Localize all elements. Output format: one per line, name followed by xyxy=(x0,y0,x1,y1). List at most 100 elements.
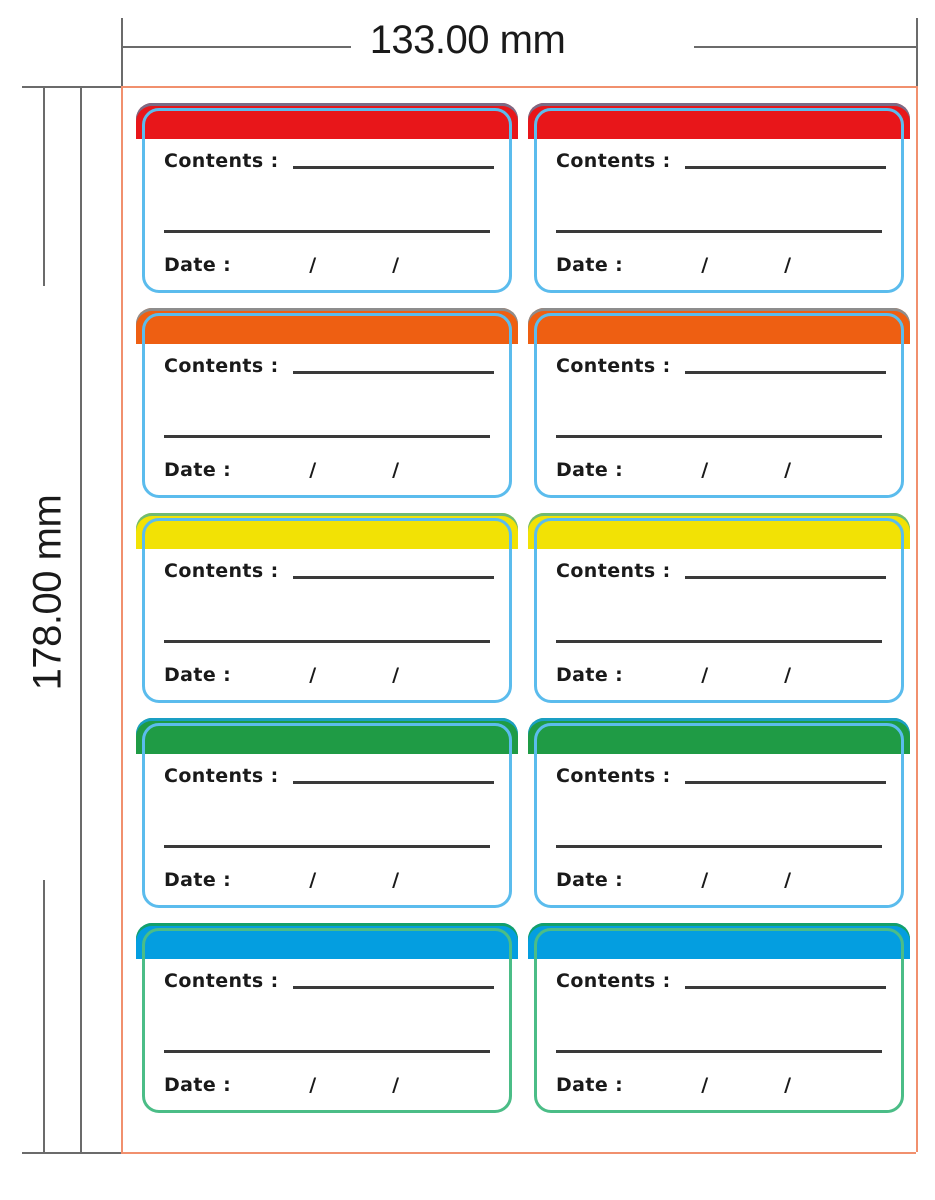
dimension-arrow-top-left xyxy=(43,86,45,286)
contents-write-line-second[interactable] xyxy=(164,435,490,438)
date-field[interactable]: Date : / / xyxy=(556,461,886,480)
contents-write-line-second[interactable] xyxy=(556,845,882,848)
dimension-extension-line-left-top xyxy=(121,18,123,128)
label-card[interactable]: Contents :Date :// xyxy=(136,103,518,293)
card-body: Contents :Date :// xyxy=(534,108,904,293)
date-separator-slash-1: / xyxy=(309,664,317,686)
contents-field[interactable]: Contents : xyxy=(164,562,494,581)
contents-field[interactable]: Contents : xyxy=(556,767,886,786)
dimension-extension-line-top-left xyxy=(22,86,147,88)
contents-field[interactable]: Contents : xyxy=(556,357,886,376)
contents-label: Contents : xyxy=(556,560,671,582)
date-label: Date : xyxy=(556,1074,624,1096)
contents-write-line[interactable] xyxy=(684,781,886,784)
contents-label: Contents : xyxy=(556,970,671,992)
label-card[interactable]: Contents : Date :// xyxy=(136,513,518,703)
label-card[interactable]: Contents : Date : / / xyxy=(528,308,910,498)
date-label: Date : xyxy=(164,1074,232,1096)
contents-write-line-second[interactable] xyxy=(164,230,490,233)
date-separator-slash-1: / xyxy=(309,869,317,891)
date-label: Date : xyxy=(556,459,624,481)
trim-line-right xyxy=(916,86,918,1152)
date-separator-slash-2: / xyxy=(784,459,792,481)
date-separator-slash-1: / xyxy=(309,459,317,481)
contents-field[interactable]: Contents : xyxy=(556,152,886,171)
date-separator-slash-1: / xyxy=(701,459,709,481)
contents-field[interactable]: Contents : xyxy=(164,152,494,171)
trim-line-bottom xyxy=(121,1152,916,1154)
width-dimension-label: 133.00 mm xyxy=(369,18,566,62)
date-field[interactable]: Date :// xyxy=(164,871,494,890)
contents-label: Contents : xyxy=(556,765,671,787)
dimension-arrow-right-top xyxy=(694,46,916,48)
contents-write-line-second[interactable] xyxy=(556,435,882,438)
card-outline xyxy=(534,313,904,498)
date-separator-slash-2: / xyxy=(392,254,400,276)
card-body: Contents :Date :// xyxy=(142,928,512,1113)
card-body: Contents : Date : / / xyxy=(534,313,904,498)
contents-write-line[interactable] xyxy=(292,371,494,374)
contents-label: Contents : xyxy=(556,150,671,172)
card-body: Contents :Date :// xyxy=(142,313,512,498)
contents-label: Contents : xyxy=(164,765,279,787)
date-label: Date : xyxy=(164,254,232,276)
dimension-extension-line-right-top xyxy=(916,18,918,128)
contents-write-line-second[interactable] xyxy=(164,640,490,643)
contents-write-line[interactable] xyxy=(292,576,494,579)
label-card[interactable]: Contents :Date :// xyxy=(136,718,518,908)
contents-write-line-second[interactable] xyxy=(164,1050,490,1053)
card-outline xyxy=(142,928,512,1113)
card-body: Contents : Date :// xyxy=(534,928,904,1113)
date-field[interactable]: Date :// xyxy=(164,461,494,480)
contents-write-line[interactable] xyxy=(292,986,494,989)
contents-field[interactable]: Contents : xyxy=(164,357,494,376)
card-outline xyxy=(142,518,512,703)
contents-write-line[interactable] xyxy=(684,371,886,374)
contents-field[interactable]: Contents : xyxy=(164,972,494,991)
date-field[interactable]: Date :// xyxy=(164,1076,494,1095)
date-separator-slash-2: / xyxy=(784,664,792,686)
contents-write-line[interactable] xyxy=(684,986,886,989)
contents-write-line[interactable] xyxy=(292,781,494,784)
contents-write-line-second[interactable] xyxy=(556,640,882,643)
contents-field[interactable]: Contents : xyxy=(164,767,494,786)
date-label: Date : xyxy=(164,459,232,481)
card-outline xyxy=(142,723,512,908)
label-card[interactable]: Contents :Date :// xyxy=(528,513,910,703)
dimension-arrow-left-top xyxy=(121,46,351,48)
contents-write-line[interactable] xyxy=(684,166,886,169)
date-separator-slash-1: / xyxy=(701,664,709,686)
label-card[interactable]: Contents :Date :// xyxy=(136,923,518,1113)
card-body: Contents : Date :// xyxy=(142,518,512,703)
label-row: Contents :Date ://Contents :Date :// xyxy=(136,308,910,518)
contents-field[interactable]: Contents : xyxy=(556,562,886,581)
card-body: Contents : Date :// xyxy=(534,723,904,908)
contents-field[interactable]: Contents : xyxy=(556,972,886,991)
label-card[interactable]: Contents : Date :// xyxy=(528,718,910,908)
date-field[interactable]: Date :// xyxy=(556,256,886,275)
date-separator-slash-2: / xyxy=(392,1074,400,1096)
date-field[interactable]: Date :// xyxy=(556,666,886,685)
date-field[interactable]: Date :// xyxy=(556,871,886,890)
contents-write-line-second[interactable] xyxy=(164,845,490,848)
label-card[interactable]: Contents : Date :// xyxy=(528,923,910,1113)
card-body: Contents :Date :// xyxy=(534,518,904,703)
contents-label: Contents : xyxy=(164,560,279,582)
card-outline xyxy=(534,928,904,1113)
date-field[interactable]: Date :// xyxy=(556,1076,886,1095)
date-field[interactable]: Date :// xyxy=(164,256,494,275)
label-row: Contents :Date ://Contents :Date :// xyxy=(136,513,910,723)
label-card[interactable]: Contents :Date :// xyxy=(136,308,518,498)
date-label: Date : xyxy=(164,869,232,891)
contents-label: Contents : xyxy=(164,355,279,377)
trim-line-left xyxy=(121,86,123,1152)
contents-write-line-second[interactable] xyxy=(556,230,882,233)
height-dimension-label: 178.00 mm xyxy=(25,494,70,691)
contents-write-line[interactable] xyxy=(292,166,494,169)
contents-write-line[interactable] xyxy=(684,576,886,579)
label-card[interactable]: Contents :Date :// xyxy=(528,103,910,293)
date-field[interactable]: Date :// xyxy=(164,666,494,685)
contents-write-line-second[interactable] xyxy=(556,1050,882,1053)
date-label: Date : xyxy=(556,254,624,276)
date-separator-slash-1: / xyxy=(701,254,709,276)
